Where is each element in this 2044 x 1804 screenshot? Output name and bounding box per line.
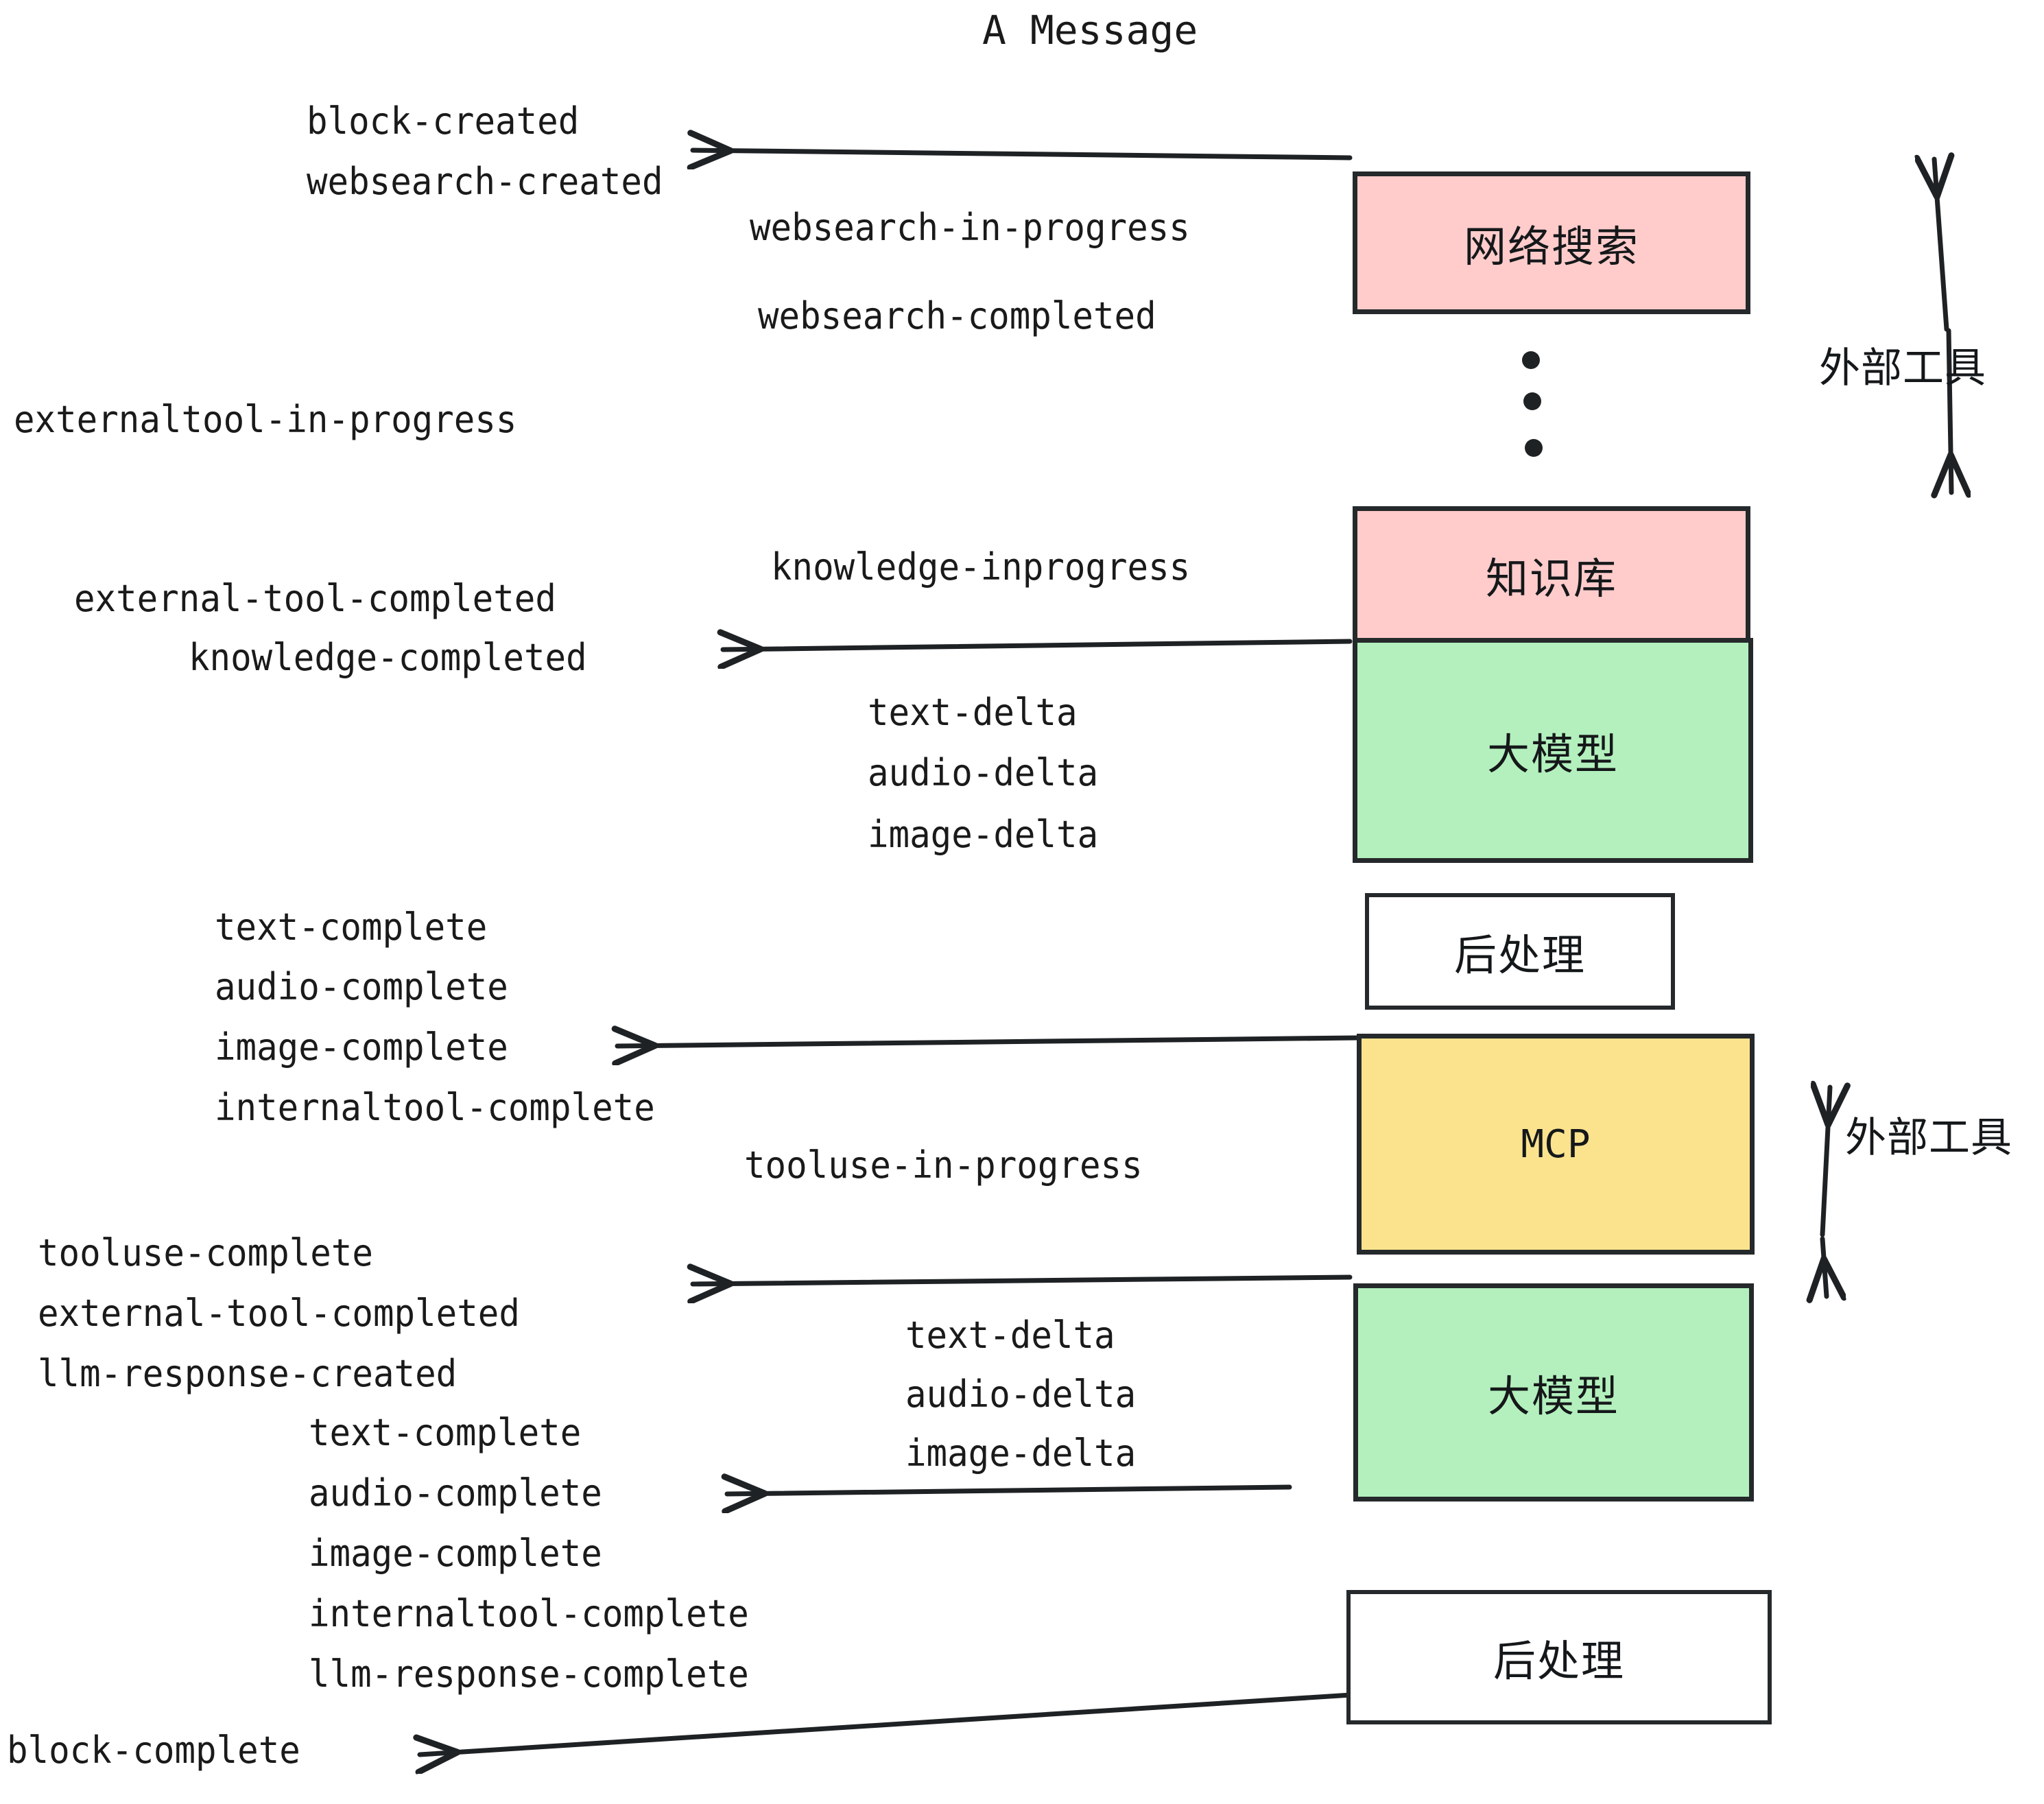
event-audio-complete-1: audio-complete: [215, 965, 508, 1008]
event-image-complete-2: image-complete: [309, 1532, 602, 1575]
node-postprocess-2-label: 后处理: [1493, 1638, 1625, 1685]
event-websearch-completed: websearch-completed: [758, 294, 1156, 337]
node-knowledge[interactable]: 知识库: [1353, 506, 1750, 643]
arrow-external-tools-top-up: [1934, 159, 1947, 332]
event-llm-response-created: llm-response-created: [38, 1352, 457, 1395]
event-text-complete-2: text-complete: [309, 1411, 582, 1454]
arrow-mcp-to-tooluse-complete: [693, 1277, 1353, 1284]
event-image-delta-2: image-delta: [905, 1432, 1137, 1475]
event-audio-complete-2: audio-complete: [309, 1471, 602, 1515]
event-image-complete-1: image-complete: [215, 1025, 508, 1069]
event-tooluse-in-progress: tooluse-in-progress: [744, 1143, 1143, 1187]
event-block-created: block-created: [307, 99, 580, 143]
event-block-complete: block-complete: [7, 1729, 300, 1772]
event-external-tool-completed-1: external-tool-completed: [74, 577, 556, 620]
ellipsis-dot-2: [1523, 392, 1541, 410]
arrow-external-tools-bottom-down: [1822, 1236, 1827, 1296]
page-title: A Message: [982, 7, 1198, 54]
node-llm-2-label: 大模型: [1487, 1373, 1619, 1421]
event-text-delta-1: text-delta: [868, 691, 1078, 734]
arrow-external-tools-bottom-up: [1822, 1087, 1830, 1237]
node-knowledge-label: 知识库: [1485, 556, 1617, 603]
event-externaltool-in-progress: externaltool-in-progress: [14, 398, 517, 441]
event-websearch-created: websearch-created: [307, 160, 663, 203]
node-llm-2[interactable]: 大模型: [1353, 1283, 1754, 1502]
event-image-delta-1: image-delta: [868, 813, 1099, 856]
event-audio-delta-1: audio-delta: [868, 751, 1099, 794]
node-llm-1-label: 大模型: [1486, 731, 1619, 779]
arrow-postprocess2-to-block-complete: [420, 1692, 1364, 1755]
event-websearch-in-progress: websearch-in-progress: [750, 206, 1190, 249]
node-mcp-label: MCP: [1521, 1121, 1591, 1167]
event-llm-response-complete: llm-response-complete: [309, 1652, 749, 1696]
arrow-websearch-to-created: [693, 150, 1353, 158]
arrow-postprocess1-to-image-complete: [617, 1038, 1359, 1046]
event-text-delta-2: text-delta: [905, 1314, 1115, 1357]
node-postprocess-1[interactable]: 后处理: [1365, 893, 1675, 1010]
ellipsis-dot-1: [1522, 351, 1540, 369]
node-postprocess-1-label: 后处理: [1453, 932, 1586, 980]
side-label-external-tools-bottom: 外部工具: [1845, 1115, 2012, 1161]
node-mcp[interactable]: MCP: [1357, 1034, 1755, 1255]
event-external-tool-completed-2: external-tool-completed: [38, 1292, 520, 1335]
node-postprocess-2[interactable]: 后处理: [1346, 1590, 1772, 1724]
event-tooluse-complete: tooluse-complete: [38, 1231, 373, 1274]
side-label-external-tools-top: 外部工具: [1819, 345, 1986, 391]
event-knowledge-inprogress: knowledge-inprogress: [771, 545, 1191, 589]
ellipsis-dot-3: [1525, 439, 1543, 457]
event-text-complete-1: text-complete: [215, 905, 488, 949]
arrow-knowledge-to-completed: [723, 641, 1353, 650]
node-websearch-label: 网络搜索: [1463, 224, 1639, 271]
event-knowledge-completed: knowledge-completed: [189, 636, 587, 679]
node-websearch[interactable]: 网络搜索: [1353, 171, 1750, 314]
event-audio-delta-2: audio-delta: [905, 1373, 1137, 1416]
arrow-llm2-to-audio-complete: [727, 1487, 1292, 1494]
event-internaltool-complete-1: internaltool-complete: [215, 1086, 655, 1129]
node-llm-1[interactable]: 大模型: [1353, 638, 1753, 863]
event-internaltool-complete-2: internaltool-complete: [309, 1592, 749, 1635]
